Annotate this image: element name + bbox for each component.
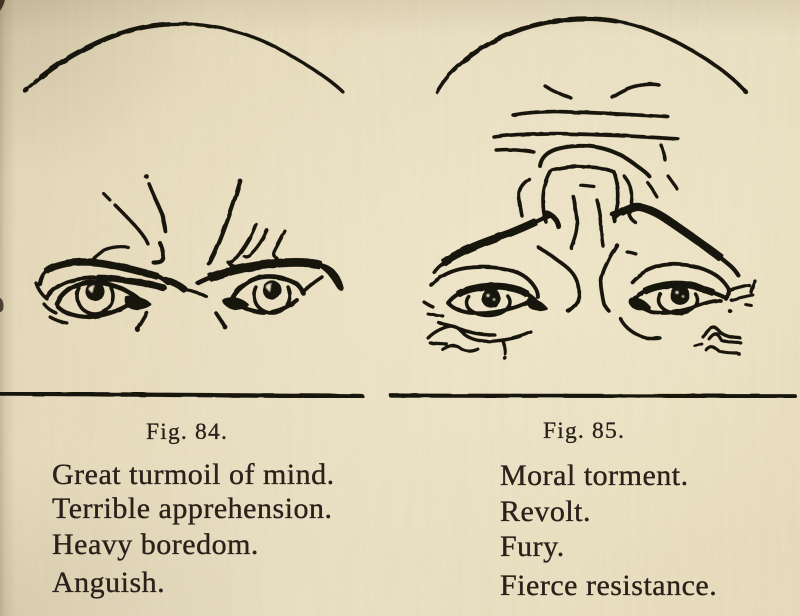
emotion-line: Revolt. xyxy=(500,494,591,528)
emotion-line: Heavy boredom. xyxy=(52,527,259,561)
figure-84-caption: Fig. 84. xyxy=(145,419,229,446)
figure-85-rule xyxy=(389,393,797,398)
figure-85-caption: Fig. 85. xyxy=(542,418,626,445)
emotion-line: Anguish. xyxy=(52,565,166,599)
emotion-line: Fury. xyxy=(500,529,565,563)
emotion-line: Moral torment. xyxy=(500,458,689,492)
caption-rules xyxy=(0,391,797,399)
emotion-line: Fierce resistance. xyxy=(500,569,718,603)
figure-85-drawing xyxy=(422,16,757,360)
figure-84-drawing xyxy=(23,21,345,332)
figure-84-rule xyxy=(0,391,364,399)
scan-edge-artifacts xyxy=(0,0,5,312)
emotion-line: Terrible apprehension. xyxy=(52,492,333,526)
emotion-line: Great turmoil of mind. xyxy=(52,457,335,491)
